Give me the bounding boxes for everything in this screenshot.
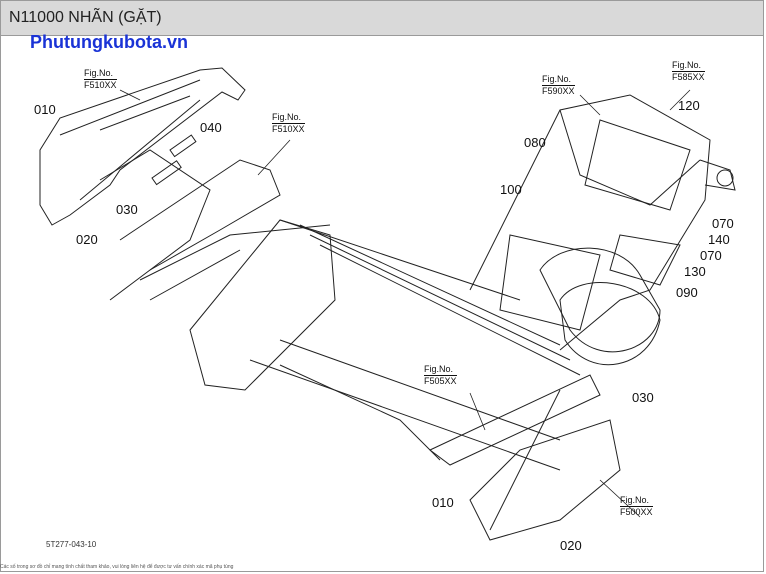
right-assembly [469, 94, 736, 366]
callout-140: 140 [708, 232, 730, 247]
footer-fine-print: Các số trong sơ đồ chỉ mang tính chất th… [0, 564, 234, 570]
callout-070: 070 [712, 216, 734, 231]
fig-ref-label: Fig.No. [272, 112, 302, 122]
page-title: N11000 NHÃN (GẶT) [9, 9, 162, 26]
fig-ref-5: Fig.No. F505XX [424, 364, 457, 387]
callout-030: 030 [116, 202, 138, 217]
callout-100: 100 [500, 182, 522, 197]
callout-120: 120 [678, 98, 700, 113]
leader-lines [119, 89, 691, 518]
callout-020: 020 [76, 232, 98, 247]
fig-ref-number: F585XX [672, 71, 705, 82]
fig-ref-4: Fig.No. F585XX [672, 60, 705, 83]
left-cover [39, 67, 281, 301]
fig-ref-3: Fig.No. F590XX [542, 74, 575, 97]
fig-ref-label: Fig.No. [424, 364, 454, 374]
callout-010b: 010 [432, 495, 454, 510]
fig-ref-number: F510XX [84, 79, 117, 90]
callout-020b: 020 [560, 538, 582, 553]
fig-ref-6: Fig.No. F500XX [620, 495, 653, 518]
callout-010: 010 [34, 102, 56, 117]
fig-ref-number: F500XX [620, 506, 653, 517]
fig-ref-label: Fig.No. [84, 68, 114, 78]
fig-ref-2: Fig.No. F510XX [272, 112, 305, 135]
callout-090: 090 [676, 285, 698, 300]
main-frame [139, 219, 621, 541]
callout-070b: 070 [700, 248, 722, 263]
fig-ref-number: F590XX [542, 85, 575, 96]
fig-ref-label: Fig.No. [542, 74, 572, 84]
fig-ref-label: Fig.No. [620, 495, 650, 505]
title-bar: N11000 NHÃN (GẶT) [0, 0, 764, 36]
callout-080: 080 [524, 135, 546, 150]
fig-ref-number: F510XX [272, 123, 305, 134]
callout-040: 040 [200, 120, 222, 135]
fig-ref-label: Fig.No. [672, 60, 702, 70]
watermark-logo: Phutungkubota.vn [30, 32, 188, 52]
fig-ref-1: Fig.No. F510XX [84, 68, 117, 91]
diagram-frame [0, 36, 764, 572]
part-code: 5T277-043-10 [46, 540, 97, 549]
fig-ref-number: F505XX [424, 375, 457, 386]
callout-030b: 030 [632, 390, 654, 405]
callout-130: 130 [684, 264, 706, 279]
